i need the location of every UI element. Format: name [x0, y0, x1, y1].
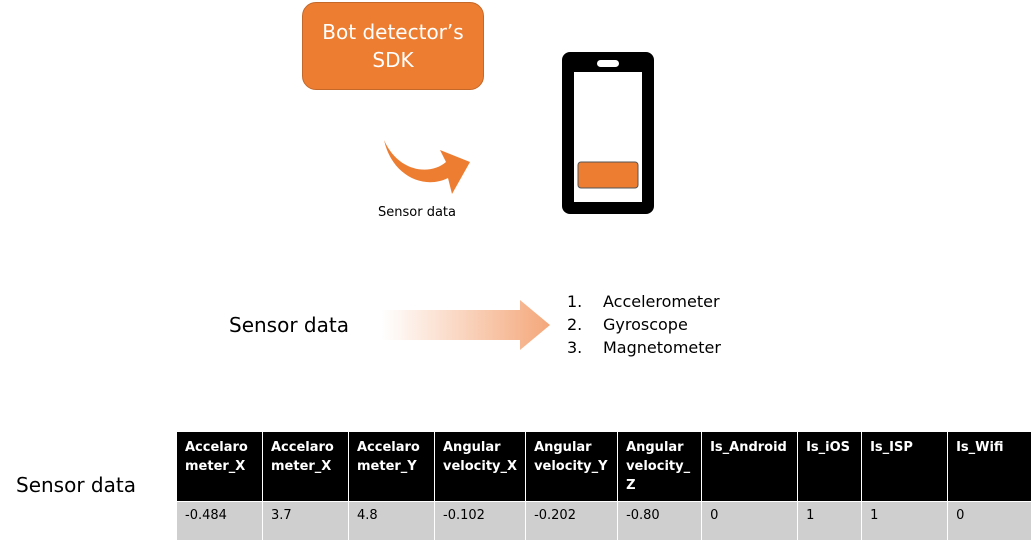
- curved-arrow-icon: [384, 140, 470, 194]
- sensor-list: 1. Accelerometer 2. Gyroscope 3. Magneto…: [567, 290, 721, 359]
- column-header: Is_Wifi: [947, 432, 1033, 502]
- list-label: Magnetometer: [603, 338, 721, 357]
- sensor-data-table: Accelaro meter_X Accelaro meter_X Accela…: [176, 432, 1033, 540]
- column-header: Is_ISP: [861, 432, 949, 502]
- column-header: Is_iOS: [797, 432, 863, 502]
- sdk-box: Bot detector’s SDK: [302, 2, 484, 90]
- table-cell: 1: [861, 501, 949, 540]
- table-cell: -0.202: [525, 501, 619, 540]
- table-cell: -0.80: [617, 501, 703, 540]
- table-cell: 0: [701, 501, 799, 540]
- list-item: 3. Magnetometer: [567, 336, 721, 359]
- table-cell: 1: [797, 501, 863, 540]
- smartphone-icon: [562, 52, 654, 214]
- list-number: 1.: [567, 292, 583, 311]
- list-number: 2.: [567, 315, 583, 334]
- column-header: Accelaro meter_Y: [348, 432, 435, 502]
- column-header: Is_Android: [701, 432, 799, 502]
- table-row: -0.484 3.7 4.8 -0.102 -0.202 -0.80 0 1 1…: [176, 501, 1033, 540]
- list-item: 1. Accelerometer: [567, 290, 721, 313]
- table-cell: -0.102: [433, 501, 527, 540]
- list-item: 2. Gyroscope: [567, 313, 721, 336]
- gradient-arrow-icon: [382, 300, 550, 350]
- list-number: 3.: [567, 338, 583, 357]
- sensor-data-label: Sensor data: [229, 313, 349, 337]
- list-label: Accelerometer: [603, 292, 720, 311]
- column-header: Accelaro meter_X: [262, 432, 349, 502]
- column-header: Angular velocity_ Z: [617, 432, 703, 502]
- table-cell: 3.7: [262, 501, 349, 540]
- sensor-data-table-label: Sensor data: [16, 473, 136, 497]
- curved-arrow-caption: Sensor data: [378, 205, 456, 220]
- table-cell: 0: [947, 501, 1033, 540]
- list-label: Gyroscope: [603, 315, 688, 334]
- column-header: Accelaro meter_X: [176, 432, 263, 502]
- table-cell: 4.8: [348, 501, 435, 540]
- column-header: Angular velocity_X: [433, 432, 527, 502]
- table-cell: -0.484: [176, 501, 263, 540]
- column-header: Angular velocity_Y: [525, 432, 619, 502]
- table-header-row: Accelaro meter_X Accelaro meter_X Accela…: [176, 432, 1033, 502]
